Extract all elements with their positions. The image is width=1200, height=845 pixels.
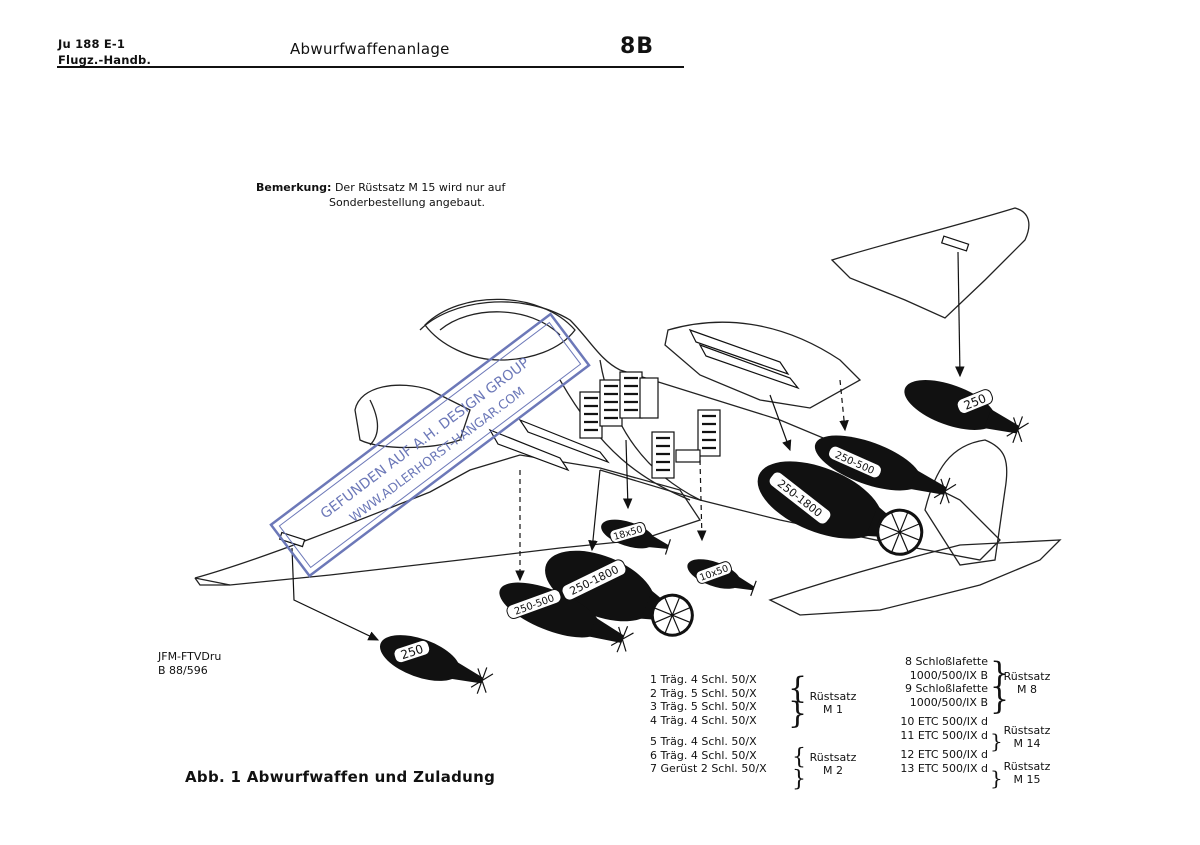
legend-item: 7 Gerüst 2 Schl. 50/X [650, 762, 767, 775]
legend-item: 9 Schloßlafette [904, 682, 988, 695]
remark-text-line1: Der Rüstsatz M 15 wird nur auf [334, 181, 506, 194]
detached-wing-pylon [940, 235, 970, 252]
wing-pylon-4 [698, 343, 800, 390]
legend-item: 10 ETC 500/IX d [900, 715, 988, 728]
legend-item: 6 Träg. 4 Schl. 50/X [650, 748, 757, 762]
manual-designation: Flugz.-Handb. [58, 53, 152, 67]
release-arrows [291, 251, 965, 641]
aircraft-designation: Ju 188 E-1 [58, 37, 126, 51]
legend-right: 8 Schloßlafette 1000/500/IX B 9 Schloßla… [880, 655, 988, 775]
legend-item: 8 Schloßlafette [904, 655, 988, 668]
right-wing-detached [830, 207, 1030, 319]
legend-group-code: M 1 [823, 703, 843, 716]
bomb-250-500-lower [499, 582, 634, 653]
cockpit [424, 298, 576, 361]
legend-brace: } [788, 696, 808, 731]
legend-group-code: M 14 [1013, 737, 1041, 750]
legend-item: 3 Träg. 5 Schl. 50/X [650, 700, 757, 713]
remark: Bemerkung: Der Rüstsatz M 15 wird nur au… [256, 180, 505, 210]
wing-pylon-2 [518, 418, 610, 464]
carrier-7 [675, 449, 701, 463]
print-reference: JFM-FTVDru B 88/596 [158, 650, 221, 678]
legend-item: 1000/500/IX B [909, 668, 988, 682]
header-rule [57, 66, 684, 68]
bomb-label-box [956, 389, 994, 414]
legend-left: 1 Träg. 4 Schl. 50/X 2 Träg. 5 Schl. 50/… [650, 673, 767, 776]
legend-group-label: Rüstsatz [809, 690, 857, 703]
legend-brace: } [990, 656, 1010, 691]
fuselage [419, 301, 1001, 561]
legend-item: 5 Träg. 4 Schl. 50/X [650, 735, 757, 748]
legend-group-label: Rüstsatz [1003, 670, 1051, 683]
wing-pylon-3 [688, 328, 790, 376]
section-title: Abwurfwaffenanlage [290, 40, 450, 58]
legend-item: 2 Träg. 5 Schl. 50/X [650, 686, 757, 700]
bomb-250-lower [380, 635, 494, 694]
print-reference-line2: B 88/596 [158, 664, 208, 677]
legend-group-m8: Rüstsatz M 8 [998, 670, 1056, 696]
legend-group-code: M 15 [1013, 773, 1041, 786]
legend-brace: } [990, 682, 1010, 717]
legend-item: 4 Träg. 4 Schl. 50/X [650, 713, 757, 727]
bomb-carriers [278, 235, 970, 548]
legend-group-code: M 8 [1017, 683, 1037, 696]
legend-group-label: Rüstsatz [809, 751, 857, 764]
legend-item: 11 ETC 500/IX d [900, 728, 988, 742]
legend-group-label: Rüstsatz [1003, 760, 1051, 773]
page-number: 8B [620, 34, 655, 59]
legend-brace: } [990, 729, 1003, 753]
legend-item: 1 Träg. 4 Schl. 50/X [650, 673, 757, 686]
legend-item: 1000/500/IX B [909, 695, 988, 709]
carrier-4 [639, 377, 659, 419]
legend-brace: } [792, 767, 806, 792]
wing-pylon-1 [488, 428, 570, 472]
legend-group-m1: Rüstsatz M 1 [803, 690, 863, 716]
legend-group-code: M 2 [823, 764, 843, 777]
legend-item: 12 ETC 500/IX d [900, 748, 988, 761]
remark-label: Bemerkung: [256, 181, 332, 194]
legend-brace: } [990, 766, 1003, 790]
bomb-label-250-lower: 250 [399, 642, 425, 662]
legend-group-label: Rüstsatz [1003, 724, 1051, 737]
watermark-line2: WWW.ADLERHORST-HANGAR.COM [346, 383, 527, 525]
inner-wing-panel [664, 321, 862, 409]
tail-plane [768, 539, 1062, 616]
remark-text-line2: Sonderbestellung angebaut. [329, 196, 486, 209]
legend-brace: { [788, 671, 808, 706]
tail-fin [924, 439, 1008, 566]
legend-group-m15: Rüstsatz M 15 [998, 760, 1056, 786]
legend-group-m14: Rüstsatz M 14 [998, 724, 1056, 750]
print-reference-line1: JFM-FTVDru [158, 650, 222, 663]
engine-nacelle [354, 384, 471, 449]
legend-item: 13 ETC 500/IX d [900, 761, 988, 775]
figure-caption: Abb. 1 Abwurfwaffen und Zuladung [185, 768, 496, 786]
legend-brace: { [792, 745, 806, 770]
legend-group-m2: Rüstsatz M 2 [803, 751, 863, 777]
bomb-250-upper [904, 380, 1029, 443]
document-code: Ju 188 E-1 Flugz.-Handb. [58, 36, 151, 68]
